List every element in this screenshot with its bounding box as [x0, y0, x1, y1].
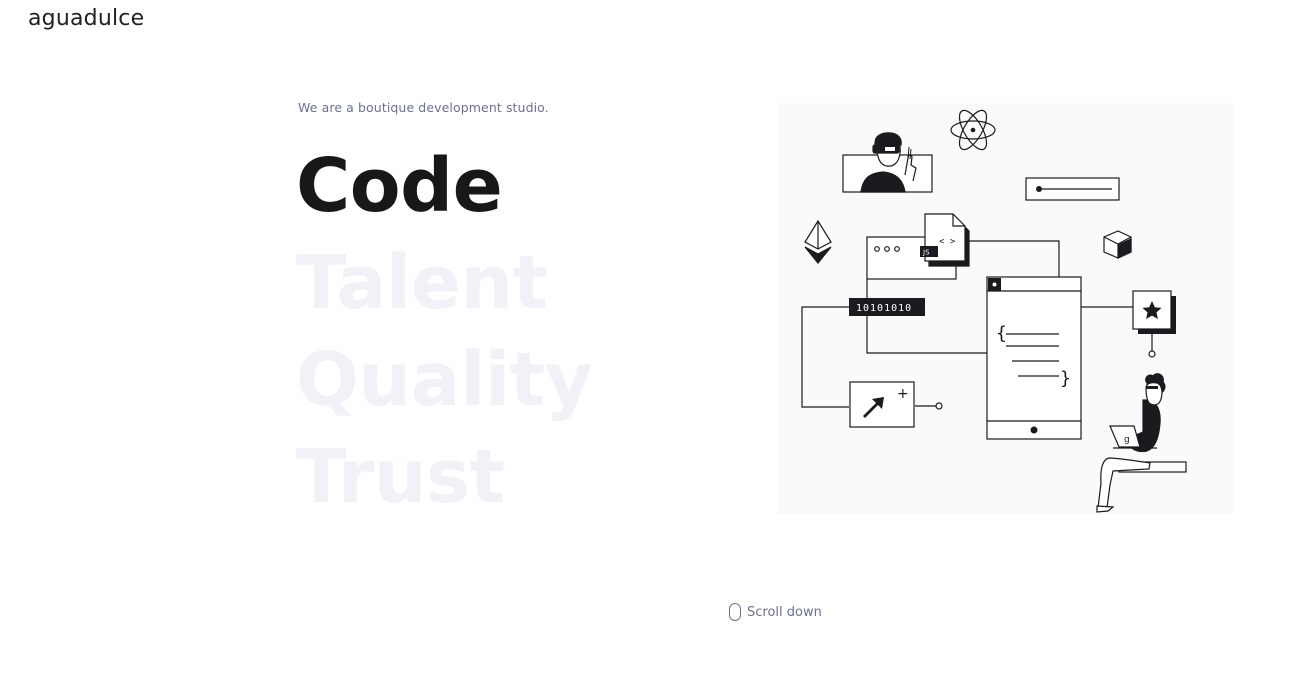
laptop-label: g — [1124, 435, 1130, 445]
code-glyph: < > — [939, 237, 956, 247]
svg-text:10101010: 10101010 — [856, 303, 912, 314]
word-talent: Talent — [296, 240, 548, 326]
star-badge — [1132, 290, 1176, 334]
word-trust: Trust — [296, 434, 505, 520]
laptop-person-figure: g — [1096, 373, 1187, 513]
mouse-icon — [729, 603, 741, 621]
cube-icon — [1103, 230, 1132, 259]
scroll-down-hint[interactable]: Scroll down — [729, 603, 822, 621]
cursor-box: + — [849, 381, 915, 428]
word-quality: Quality — [296, 337, 593, 423]
brace-open: { — [996, 323, 1007, 344]
tagline: We are a boutique development studio. — [298, 100, 549, 115]
react-atom-icon — [950, 109, 996, 151]
slider-widget — [1025, 177, 1120, 201]
rotating-words: Code Talent Quality Trust — [296, 138, 593, 526]
vr-person-figure — [842, 132, 933, 193]
logo[interactable]: aguadulce — [28, 6, 145, 31]
brace-close: } — [1060, 368, 1071, 389]
js-file-label: JS — [922, 249, 930, 257]
binary-label: 10101010 — [849, 298, 925, 316]
js-file-icon: < > JS — [920, 213, 970, 267]
ethereum-icon — [804, 219, 832, 264]
plus-glyph: + — [897, 386, 909, 402]
word-code: Code — [296, 143, 503, 229]
hero-illustration: < > JS 10101010 { } — [777, 103, 1233, 514]
scroll-down-label: Scroll down — [747, 604, 822, 620]
phone-editor: { } — [986, 276, 1082, 440]
